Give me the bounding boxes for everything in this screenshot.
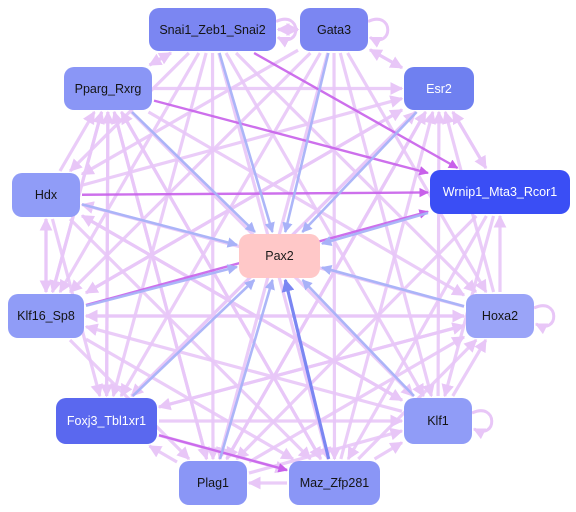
- edge-esr2-gata3: [368, 48, 403, 70]
- node-klf1[interactable]: Klf1: [404, 398, 472, 444]
- edge-maz-to-pax2: [281, 278, 331, 460]
- edge-klf1-hoxa2: [451, 338, 488, 397]
- edge-wrnip1-to-pax2: [321, 211, 429, 247]
- edge-gata3-to-pax2: [282, 52, 330, 234]
- node-klf16-sp8[interactable]: Klf16_Sp8: [8, 294, 84, 338]
- edge-klf1-hdx: [80, 214, 403, 402]
- edge-hdx-pparg: [58, 110, 96, 172]
- edge-hdx-wrnip1: [81, 187, 429, 198]
- node-gata3[interactable]: Gata3: [300, 8, 368, 51]
- node-maz-zfp281[interactable]: Maz_Zfp281: [289, 461, 380, 505]
- edge-pparg-to-pax2: [131, 111, 256, 233]
- edge-hoxa2-to-pax2: [320, 265, 465, 308]
- edge-klf16-to-pax2: [85, 264, 239, 307]
- edge-pparg-hoxa2: [147, 110, 466, 297]
- edge-esr2-to-pax2: [301, 111, 418, 233]
- edge-maz-pparg: [120, 110, 323, 460]
- edge-plag1-to-pax2: [218, 279, 275, 460]
- edge-foxj3-to-pax2: [131, 279, 256, 397]
- edge-gata3-foxj3: [119, 52, 322, 398]
- self-loop-hoxa2: [533, 304, 556, 335]
- node-snai1-zeb1-snai2[interactable]: Snai1_Zeb1_Snai2: [149, 8, 276, 51]
- node-hoxa2[interactable]: Hoxa2: [466, 294, 534, 338]
- edge-esr2-plag1: [225, 111, 427, 461]
- node-wrnip1-mta3-rcor1[interactable]: Wrnip1_Mta3_Rcor1: [430, 170, 570, 214]
- edge-snai1-to-pax2: [218, 52, 275, 233]
- edge-klf1-klf16: [84, 323, 403, 413]
- edge-pparg-wrnip1: [153, 99, 429, 176]
- edge-wrnip1-esr2: [451, 110, 488, 169]
- node-foxj3-tbl1xr1[interactable]: Foxj3_Tbl1xr1: [56, 398, 157, 444]
- edge-hdx-esr2: [81, 95, 404, 187]
- node-pparg-rxrg[interactable]: Pparg_Rxrg: [64, 67, 152, 110]
- edge-klf1-to-pax2: [301, 279, 415, 397]
- edge-wrnip1-maz: [346, 215, 488, 461]
- edge-hdx-to-pax2: [81, 203, 239, 248]
- edge-maz-klf1: [373, 441, 404, 461]
- self-loop-klf1: [471, 409, 494, 440]
- edge-snai1-wrnip1: [253, 51, 459, 170]
- edge-pparg-snai1: [148, 51, 172, 67]
- edge-hoxa2-foxj3: [157, 324, 465, 411]
- node-pax2[interactable]: Pax2: [239, 234, 320, 278]
- self-loop-snai1: [275, 17, 298, 48]
- edge-gata3-hdx: [80, 48, 299, 176]
- node-esr2[interactable]: Esr2: [404, 67, 474, 110]
- self-loop-gata3: [367, 17, 390, 48]
- edge-plag1-foxj3: [148, 444, 178, 464]
- edge-snai1-klf1: [224, 52, 425, 398]
- node-hdx[interactable]: Hdx: [12, 173, 80, 217]
- node-plag1[interactable]: Plag1: [179, 461, 247, 505]
- edge-esr2-klf16: [84, 108, 403, 295]
- edge-foxj3-pparg: [101, 110, 115, 397]
